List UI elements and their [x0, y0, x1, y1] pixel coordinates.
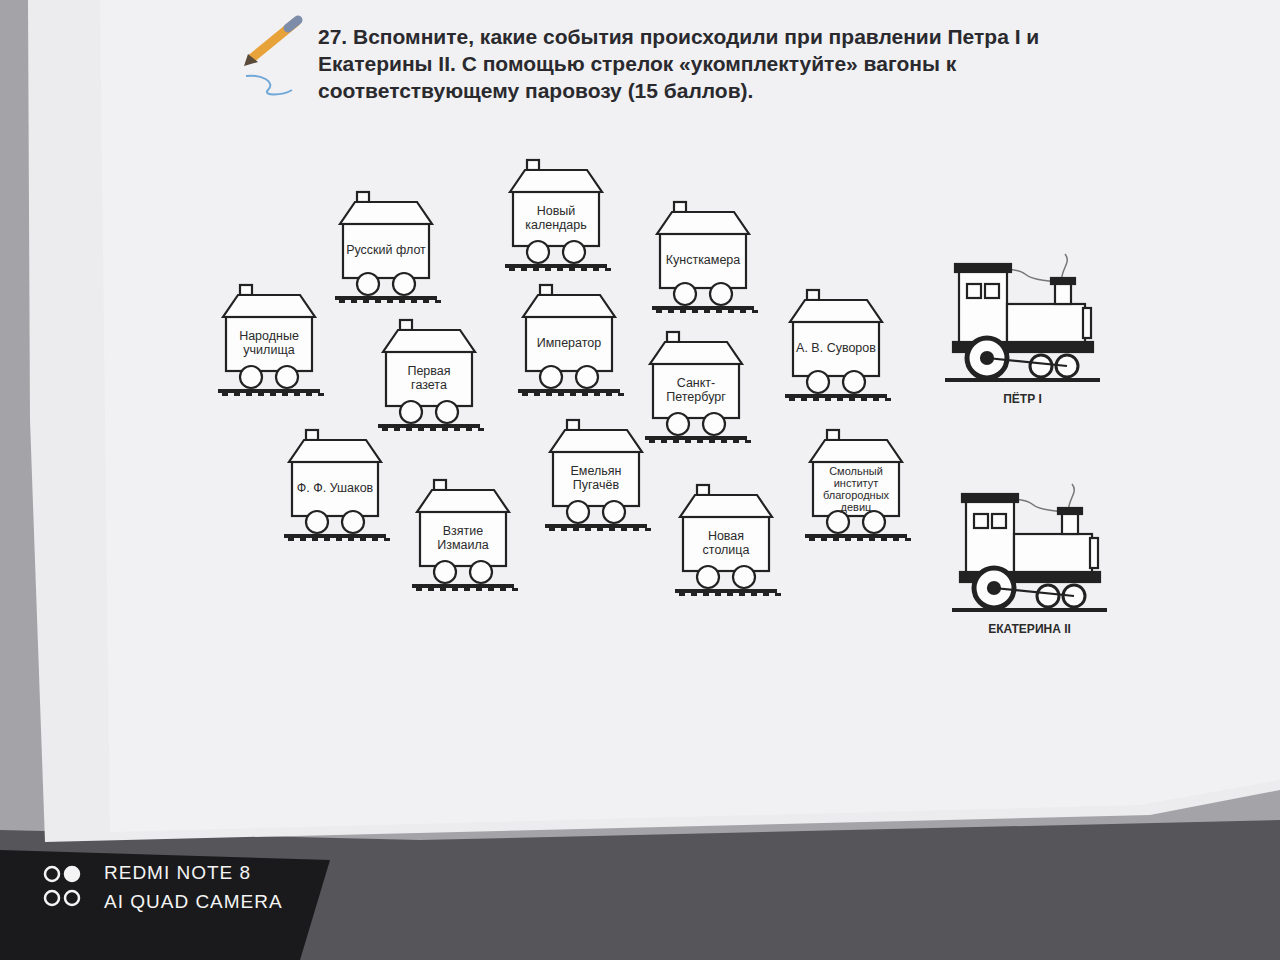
wagon-label: Русский флот [345, 225, 427, 277]
paper-sheet [28, 0, 1280, 842]
shadow [0, 820, 1280, 960]
paper-page [100, 0, 1280, 832]
pencil-icon [244, 20, 298, 95]
wagon: Взятие Измаила [412, 478, 514, 593]
wagon: Первая газета [378, 318, 480, 433]
wagon-label: Взятие Измаила [422, 513, 504, 565]
camera-icon [45, 867, 79, 905]
locomotive-name: ПЁТР I [945, 390, 1100, 410]
camera-watermark: AI QUAD CAMERA [104, 891, 283, 913]
wagon-label: Смольный институт благородных девиц [815, 463, 897, 515]
locomotive-name: ЕКАТЕРИНА II [952, 620, 1107, 640]
wagon: Русский флот [335, 190, 437, 305]
wagon-label: Народные училища [228, 318, 310, 370]
wagon: Новая столица [675, 483, 777, 598]
wagon-label: Емельян Пугачёв [555, 453, 637, 505]
wagon: Новый календарь [505, 158, 607, 273]
wagon-label: Первая газета [388, 353, 470, 405]
wagon: Емельян Пугачёв [545, 418, 647, 533]
locomotive-drawing [952, 478, 1117, 618]
task-title: 27. Вспомните, какие события происходили… [318, 24, 1078, 105]
wagon: Смольный институт благородных девиц [805, 428, 907, 543]
dark-corner [0, 850, 330, 960]
locomotive: ПЁТР I [945, 248, 1110, 418]
wagon: А. В. Суворов [785, 288, 887, 403]
wagon: Кунсткамера [652, 200, 754, 315]
wagon-label: Кунсткамера [662, 235, 744, 287]
wagon-label: Новая столица [685, 518, 767, 570]
wagon-label: Санкт-Петербург [655, 365, 737, 417]
wagon: Ф. Ф. Ушаков [284, 428, 386, 543]
wagon: Народные училища [218, 283, 320, 398]
locomotive: ЕКАТЕРИНА II [952, 478, 1117, 648]
locomotive-drawing [945, 248, 1110, 388]
wagon-label: Император [528, 318, 610, 370]
wagon: Император [518, 283, 620, 398]
wagon: Санкт-Петербург [645, 330, 747, 445]
wagon-label: Ф. Ф. Ушаков [294, 463, 376, 515]
camera-watermark: REDMI NOTE 8 [104, 862, 251, 884]
wagon-label: Новый календарь [515, 193, 597, 245]
wagon-label: А. В. Суворов [795, 323, 877, 375]
